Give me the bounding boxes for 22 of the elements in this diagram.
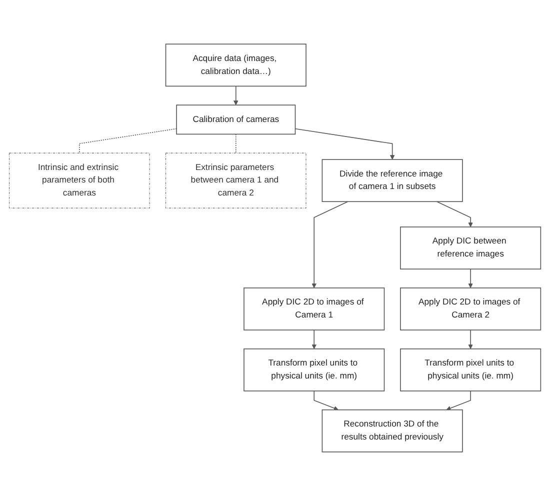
arrow (294, 128, 395, 160)
node-box: Transform pixel units to physical units (ie. mm) (400, 348, 542, 392)
arrow (312, 201, 348, 288)
node-box: Acquire data (images, calibration data…) (165, 44, 306, 87)
arrow (468, 268, 473, 288)
connector (79, 128, 177, 154)
node-box: Apply DIC between reference images (400, 226, 542, 270)
node-box: Transform pixel units to physical units (ie. mm) (244, 348, 385, 392)
arrow (446, 390, 471, 410)
arrow (468, 330, 473, 350)
node-box: Apply DIC 2D to images of Camera 1 (244, 288, 385, 330)
node-box: Apply DIC 2D to images of Camera 2 (400, 288, 542, 330)
node-box: Calibration of cameras (176, 104, 296, 135)
node-box: Reconstruction 3D of the results obtained previously (322, 409, 463, 452)
arrow (234, 86, 238, 106)
connector (235, 134, 236, 154)
arrow (312, 330, 316, 350)
node-box: Intrinsic and extrinsic parameters of both cameras (9, 152, 150, 208)
node-box: Extrinsic parameters between camera 1 and camera 2 (165, 152, 306, 208)
arrow (314, 390, 339, 410)
node-box: Divide the reference image of camera 1 in subsets (322, 159, 463, 202)
arrow (436, 201, 473, 228)
